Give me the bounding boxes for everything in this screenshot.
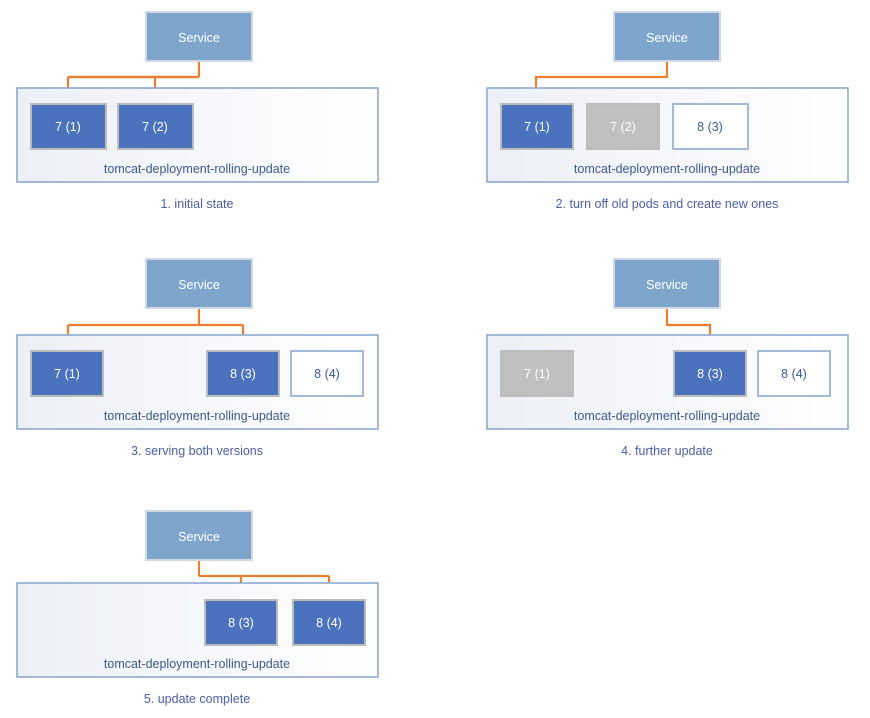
service-label: Service — [646, 278, 688, 292]
deployment-label: tomcat-deployment-rolling-update — [104, 162, 290, 176]
deployment-label: tomcat-deployment-rolling-update — [104, 409, 290, 423]
pod-box[interactable]: 8 (3) — [206, 350, 280, 397]
pod-box[interactable]: 7 (1) — [500, 350, 574, 397]
pod-label: 7 (1) — [55, 120, 81, 134]
pod-label: 7 (1) — [524, 367, 550, 381]
service-box[interactable]: Service — [613, 258, 721, 309]
pod-label: 7 (2) — [142, 120, 168, 134]
pod-box[interactable]: 8 (4) — [292, 599, 366, 646]
deployment-label: tomcat-deployment-rolling-update — [104, 657, 290, 671]
pod-box[interactable]: 7 (2) — [586, 103, 660, 150]
pod-label: 8 (4) — [781, 367, 807, 381]
pod-box[interactable]: 8 (4) — [290, 350, 364, 397]
pod-label: 8 (3) — [228, 616, 254, 630]
service-box[interactable]: Service — [145, 11, 253, 62]
deployment-label: tomcat-deployment-rolling-update — [574, 162, 760, 176]
pod-label: 8 (4) — [316, 616, 342, 630]
service-box[interactable]: Service — [145, 258, 253, 309]
panel-caption: 1. initial state — [161, 197, 234, 211]
pod-box[interactable]: 8 (4) — [757, 350, 831, 397]
panel-update-complete: Service 8 (3) 8 (4) tomcat-deployment-ro… — [0, 488, 435, 718]
pod-label: 7 (2) — [610, 120, 636, 134]
service-label: Service — [178, 31, 220, 45]
service-label: Service — [178, 278, 220, 292]
panel-initial-state: Service 7 (1) 7 (2) tomcat-deployment-ro… — [0, 0, 435, 230]
panel-caption: 3. serving both versions — [131, 444, 263, 458]
service-label: Service — [178, 530, 220, 544]
panel-caption: 5. update complete — [144, 692, 250, 706]
panel-further-update: Service 7 (1) 8 (3) 8 (4) tomcat-deploym… — [435, 245, 870, 475]
panel-caption: 2. turn off old pods and create new ones — [556, 197, 779, 211]
pod-label: 8 (3) — [697, 120, 723, 134]
deployment-label: tomcat-deployment-rolling-update — [574, 409, 760, 423]
service-box[interactable]: Service — [145, 510, 253, 561]
pod-box[interactable]: 8 (3) — [673, 350, 747, 397]
panel-serving-both-versions: Service 7 (1) 8 (3) 8 (4) tomcat-deploym… — [0, 245, 435, 475]
pod-label: 8 (3) — [230, 367, 256, 381]
panel-caption: 4. further update — [621, 444, 713, 458]
pod-box[interactable]: 8 (3) — [672, 103, 749, 150]
pod-label: 7 (1) — [524, 120, 550, 134]
pod-box[interactable]: 7 (1) — [30, 103, 107, 150]
service-box[interactable]: Service — [613, 11, 721, 62]
pod-box[interactable]: 7 (1) — [500, 103, 574, 150]
panel-turn-off-old-pods: Service 7 (1) 7 (2) 8 (3) tomcat-deploym… — [435, 0, 870, 230]
pod-box[interactable]: 7 (2) — [117, 103, 194, 150]
pod-label: 8 (3) — [697, 367, 723, 381]
pod-label: 7 (1) — [54, 367, 80, 381]
pod-box[interactable]: 7 (1) — [30, 350, 104, 397]
pod-box[interactable]: 8 (3) — [204, 599, 278, 646]
service-label: Service — [646, 31, 688, 45]
pod-label: 8 (4) — [314, 367, 340, 381]
